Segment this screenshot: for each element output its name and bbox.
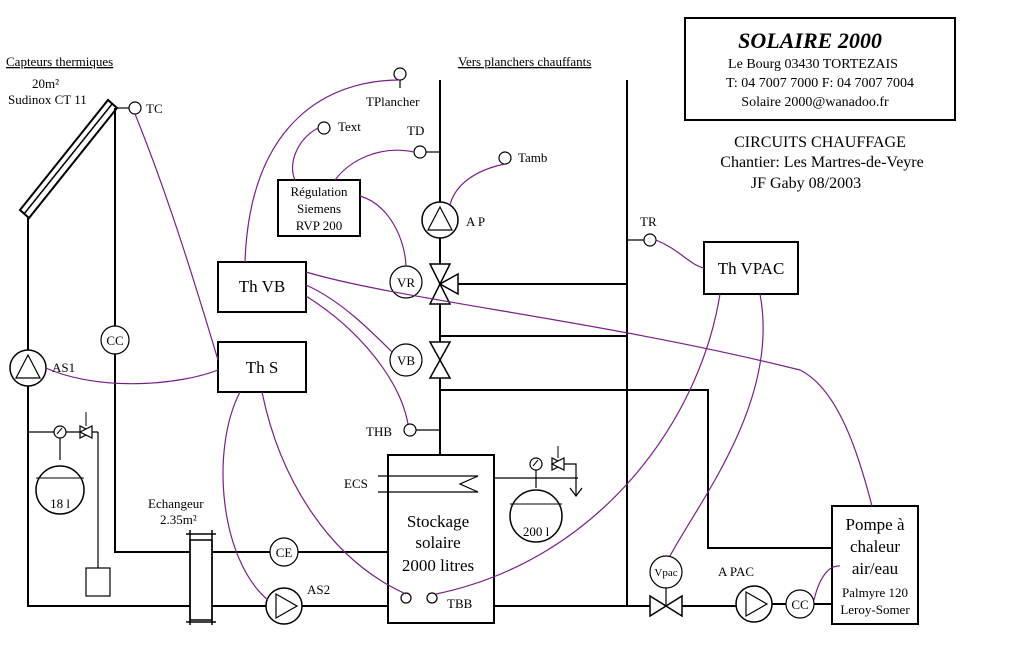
collector-area: 20m²: [32, 76, 59, 91]
regulation-label-1: Régulation: [290, 184, 348, 199]
tc-label: TC: [146, 101, 163, 116]
th-s-box: [217, 341, 307, 393]
safety-valve-1: [78, 412, 94, 439]
company-name: SOLAIRE 2000: [738, 28, 882, 53]
expansion-vessel-18l: [35, 465, 85, 515]
flow-controller-cc-2: [785, 589, 815, 619]
three-way-valve-vr: [428, 263, 459, 305]
thb-label: THB: [366, 424, 392, 439]
th-vb-label: Th VB: [239, 277, 285, 296]
sensor-tplancher: [393, 67, 407, 81]
heat-pump-label-1: Pompe à: [845, 515, 904, 534]
sensor-tbb-2: [426, 592, 438, 604]
pump-ap: [421, 201, 459, 239]
th-s-label: Th S: [246, 358, 279, 377]
as2-label: AS2: [307, 582, 330, 597]
flow-controller-cc-1: [100, 325, 130, 355]
tamb-label: Tamb: [518, 150, 547, 165]
tr-label: TR: [640, 214, 657, 229]
collector-return-pipe: [27, 218, 190, 607]
company-address: Le Bourg 03430 TORTEZAIS: [728, 57, 898, 72]
regulation-label-3: RVP 200: [296, 218, 343, 233]
collector-title: Capteurs thermiques: [6, 54, 113, 69]
collector-model: Sudinox CT 11: [8, 92, 87, 107]
company-email: Solaire 2000@wanadoo.fr: [741, 95, 889, 110]
heat-pump-model-2: Leroy-Somer: [840, 602, 910, 617]
floor-heating-heading: Vers planchers chauffants: [458, 54, 591, 69]
storage-label-1: Stockage: [407, 512, 469, 531]
pump-as2: [265, 587, 303, 625]
heat-pump-label-2: chaleur: [850, 537, 900, 556]
project-author-date: JF Gaby 08/2003: [751, 175, 861, 192]
sensor-tc: [128, 101, 142, 115]
sensor-text: [317, 121, 331, 135]
vpac-label: Vpac: [654, 567, 677, 579]
text-label: Text: [338, 119, 361, 134]
tbb-label: TBB: [447, 596, 473, 611]
solar-collector: [18, 98, 119, 220]
actuator-vb: [389, 343, 423, 377]
pump-as1: [9, 349, 47, 387]
storage-label-3: 2000 litres: [402, 556, 474, 575]
storage-label-2: solaire: [415, 533, 460, 552]
pac-supply-pipe: [440, 389, 832, 549]
apac-label: A PAC: [718, 564, 754, 579]
plate-heat-exchanger: [186, 530, 216, 625]
heat-pump-label-3: air/eau: [852, 559, 899, 578]
as1-label: AS1: [52, 360, 75, 375]
project-site: Chantier: Les Martres-de-Veyre: [720, 154, 923, 171]
vb-label: VB: [397, 353, 415, 368]
th-vb-box: [217, 261, 307, 313]
heat-pump-model-1: Palmyre 120: [842, 585, 908, 600]
cc1-label: CC: [106, 333, 123, 348]
pressure-gauge-2: [529, 457, 543, 471]
heat-pump-box: [831, 505, 919, 625]
tplancher-label: TPlancher: [366, 94, 420, 109]
company-box: [684, 17, 956, 121]
vessel-18l-label: 18 l: [50, 496, 70, 511]
ce-label: CE: [276, 545, 293, 560]
vr-label: VR: [397, 275, 415, 290]
th-vpac-label: Th VPAC: [718, 259, 785, 278]
ecs-label: ECS: [344, 476, 368, 491]
ap-label: A P: [466, 214, 485, 229]
pump-apac: [735, 585, 773, 623]
actuator-vpac: [649, 555, 683, 589]
pressure-gauge-1: [53, 425, 67, 439]
sensor-thb: [403, 423, 417, 437]
control-wiring: [45, 79, 873, 601]
flow-meter-ce: [269, 537, 299, 567]
regulation-label-2: Siemens: [297, 201, 341, 216]
drain-container: [85, 567, 111, 597]
regulation-box: [277, 179, 361, 237]
valve-vpac: [649, 588, 683, 618]
exchanger-label-2: 2.35m²: [160, 512, 197, 527]
sensor-tamb: [498, 151, 512, 165]
sensor-td: [413, 145, 427, 159]
company-phone-fax: T: 04 7007 7000 F: 04 7007 7004: [726, 76, 914, 91]
project-title: CIRCUITS CHAUFFAGE: [734, 134, 906, 151]
sensor-tbb-1: [400, 592, 412, 604]
exchanger-label-1: Echangeur: [148, 496, 204, 511]
expansion-vessel-200l: [509, 489, 563, 543]
vessel-200l-label: 200 l: [523, 524, 550, 539]
safety-valve-2: [550, 446, 583, 497]
sensor-tr: [643, 233, 657, 247]
th-vpac-box: [703, 241, 799, 295]
collector-outlet-pipe: [114, 108, 190, 553]
three-way-valve-vb: [428, 341, 452, 379]
td-label: TD: [407, 123, 424, 138]
dhw-coil: [378, 475, 479, 493]
cc2-label: CC: [791, 597, 808, 612]
